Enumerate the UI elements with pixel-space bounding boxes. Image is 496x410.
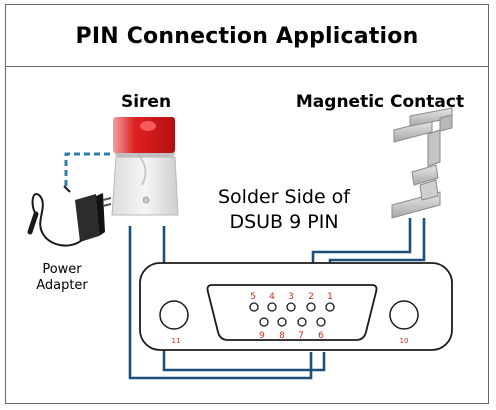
power-adapter-icon	[27, 185, 112, 247]
solder-side-label: Solder Side of	[218, 186, 351, 208]
pin-1	[325, 302, 335, 312]
dsub-label: DSUB 9 PIN	[229, 211, 338, 233]
top-pin-row: 5 4 3 2 1	[249, 292, 335, 312]
pin-2	[306, 302, 316, 312]
magnetic-contact-icon-top	[393, 107, 453, 167]
siren-icon	[111, 117, 179, 216]
dsub-connector: 11 10	[139, 262, 453, 351]
siren-wire-to-pin-7	[128, 226, 313, 380]
pin-3	[286, 302, 296, 312]
pin-number: 1	[327, 292, 333, 302]
magnetic-contact-label: Magnetic Contact	[296, 92, 464, 112]
page-title: PIN Connection Application	[75, 24, 419, 49]
diagram-frame: PIN Connection Application	[5, 4, 489, 404]
pin-5	[249, 302, 259, 312]
left-screw-number: 11	[172, 337, 181, 345]
pin-number: 7	[298, 331, 304, 341]
right-screw-number: 10	[400, 337, 409, 345]
pin-number: 5	[250, 292, 256, 302]
bottom-pin-row: 9 8 7 6	[259, 317, 326, 341]
power-adapter-label-line1: Power	[42, 262, 82, 277]
siren-label: Siren	[121, 92, 171, 112]
power-dashed-wire	[64, 152, 110, 186]
pin-number: 3	[288, 292, 294, 302]
pin-7	[297, 317, 307, 327]
title-bar: PIN Connection Application	[6, 5, 488, 67]
left-screw-hole	[159, 300, 189, 330]
pin-number: 8	[279, 331, 285, 341]
pin-6	[316, 317, 326, 327]
pin-number: 6	[318, 331, 324, 341]
pin-number: 9	[259, 331, 265, 341]
power-adapter-label-line2: Adapter	[36, 278, 88, 293]
pin-9	[259, 317, 269, 327]
right-screw-hole	[389, 300, 419, 330]
pin-8	[277, 317, 287, 327]
pin-4	[267, 302, 277, 312]
magnetic-contact-icon-bottom	[391, 164, 441, 219]
pin-number: 4	[269, 292, 275, 302]
pin-number: 2	[308, 292, 314, 302]
